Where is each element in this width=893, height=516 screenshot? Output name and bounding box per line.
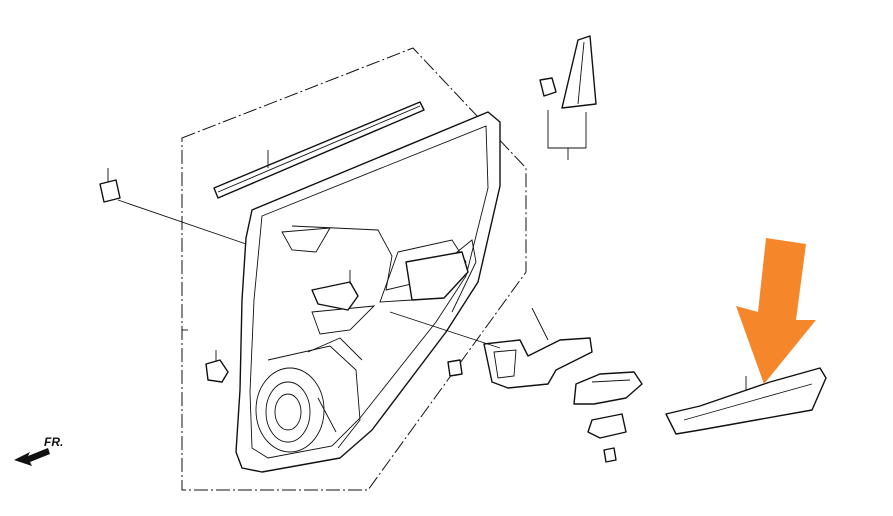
handle-screw[interactable] xyxy=(447,359,463,377)
inner-handle-assembly[interactable] xyxy=(483,307,593,389)
front-direction-marker: FR. xyxy=(14,435,63,466)
door-lining-panel[interactable] xyxy=(235,111,501,473)
front-marker-label: FR. xyxy=(44,435,63,449)
push-clip[interactable] xyxy=(205,350,229,383)
leader-handle xyxy=(389,311,501,349)
pull-pocket-bracket[interactable] xyxy=(405,251,469,301)
group-boundary xyxy=(181,47,527,491)
leader-clip xyxy=(117,199,247,245)
highlight-arrow xyxy=(736,238,816,384)
upper-trim-garnish[interactable] xyxy=(561,35,597,109)
armrest[interactable] xyxy=(665,367,827,435)
switch-clip[interactable] xyxy=(587,413,627,439)
inner-bracket[interactable] xyxy=(311,270,359,311)
switch-panel[interactable] xyxy=(573,371,643,405)
panel-clip[interactable] xyxy=(99,168,121,203)
leader-garnish xyxy=(547,110,587,160)
switch-screw[interactable] xyxy=(603,447,617,463)
weatherstrip[interactable] xyxy=(213,101,425,199)
garnish-screw[interactable] xyxy=(539,77,557,97)
